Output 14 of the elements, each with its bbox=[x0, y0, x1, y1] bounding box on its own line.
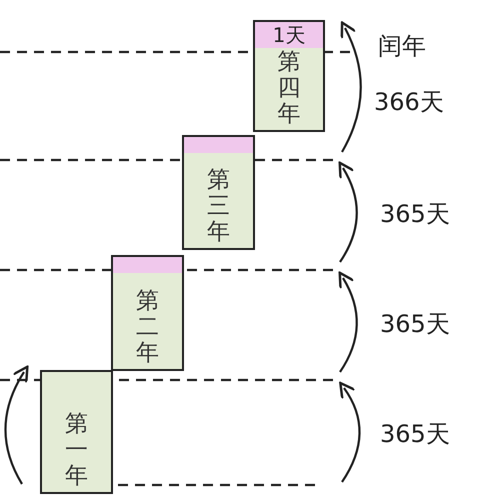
year-label: 第一年 bbox=[64, 411, 89, 489]
year-label: 第三年 bbox=[206, 167, 231, 245]
day-count-label: 365天 bbox=[380, 309, 450, 340]
day-count-label: 365天 bbox=[380, 199, 450, 230]
year-label: 第四年 bbox=[276, 49, 302, 127]
year-box bbox=[40, 370, 113, 494]
year-box bbox=[111, 255, 184, 371]
day-count-label: 闰年 bbox=[378, 31, 426, 62]
day-count-label: 366天 bbox=[374, 87, 444, 118]
year-box bbox=[253, 20, 325, 132]
year-label: 第二年 bbox=[135, 288, 160, 366]
day-count-label: 365天 bbox=[380, 419, 450, 450]
year-box bbox=[182, 135, 255, 250]
day-label: 1天 bbox=[272, 26, 306, 44]
